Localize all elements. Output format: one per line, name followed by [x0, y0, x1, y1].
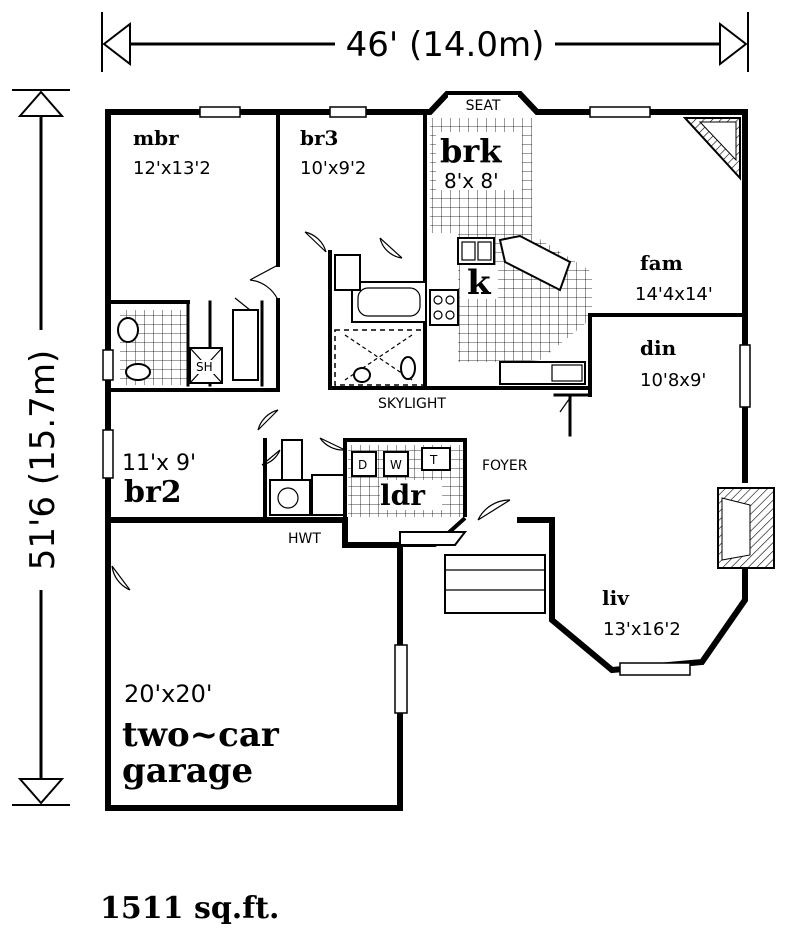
br3-name: br3 — [300, 126, 338, 150]
br2-size: 11'x 9' — [122, 451, 196, 476]
room-labels: mbr 12'x13'2 br3 10'x9'2 SEAT brk 8'x 8'… — [122, 95, 713, 791]
width-dimension-label: 46' (14.0m) — [346, 25, 545, 65]
liv-size: 13'x16'2 — [603, 619, 681, 640]
fam-size: 14'4x14' — [635, 284, 713, 305]
din-size: 10'8x9' — [640, 370, 706, 391]
windows — [102, 106, 751, 714]
din-name: din — [640, 336, 677, 360]
seat-label: SEAT — [466, 98, 501, 114]
brk-name: brk — [440, 132, 502, 170]
mbr-size: 12'x13'2 — [133, 158, 211, 179]
garage-size: 20'x20' — [124, 680, 212, 708]
foyer-label: FOYER — [482, 458, 528, 474]
brk-size: 8'x 8' — [444, 169, 499, 193]
shower-label: SH — [196, 360, 213, 374]
fixtures — [117, 117, 775, 614]
mbr-name: mbr — [133, 126, 179, 150]
washer-label: W — [390, 458, 402, 472]
hwt-label: HWT — [288, 531, 321, 547]
liv-name: liv — [602, 586, 630, 610]
garage-name-line2: garage — [122, 751, 253, 791]
area-label: 1511 sq.ft. — [100, 891, 279, 926]
br2-name: br2 — [124, 475, 182, 510]
garage-name-line1: two~car — [122, 715, 280, 755]
tub-label: T — [429, 453, 438, 467]
ldr-label: ldr — [380, 479, 426, 512]
fam-name: fam — [640, 251, 683, 275]
kitchen-label: k — [467, 263, 492, 303]
depth-dimension: 51'6 (15.7m) — [12, 89, 70, 806]
br3-size: 10'x9'2 — [300, 158, 366, 179]
skylight-label: SKYLIGHT — [378, 396, 446, 412]
dryer-label: D — [358, 458, 367, 472]
depth-dimension-label: 51'6 (15.7m) — [23, 350, 63, 570]
width-dimension: 46' (14.0m) — [101, 12, 749, 72]
